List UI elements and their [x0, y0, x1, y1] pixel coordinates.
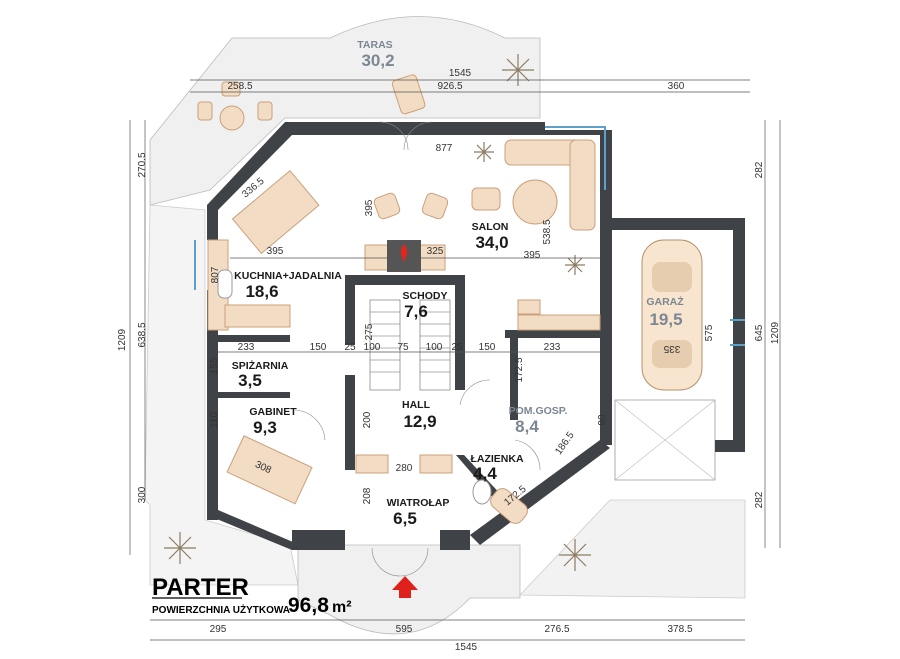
dim-395-b: 395 — [364, 199, 375, 216]
room-name-gabinet: GABINET — [249, 406, 297, 418]
dim-395-a: 395 — [267, 246, 284, 257]
dim-538: 538.5 — [542, 219, 553, 244]
room-area-schody: 7,6 — [404, 302, 428, 321]
dim-110: 110 — [209, 412, 220, 428]
entrance-arrow-icon — [392, 576, 418, 598]
room-area-salon: 34,0 — [475, 233, 508, 252]
staircase — [369, 299, 451, 391]
dim-25-a: 25 — [344, 342, 356, 353]
dim-bottom-1: 295 — [210, 624, 227, 635]
dim-100-b: 100 — [426, 342, 443, 353]
dim-877: 877 — [436, 143, 453, 154]
dim-right-4: 282 — [754, 491, 765, 508]
dim-155: 155 — [209, 357, 220, 374]
room-name-kuchnia: KUCHNIA+JADALNIA — [234, 270, 342, 282]
dim-150-a: 150 — [310, 342, 327, 353]
dim-200: 200 — [362, 411, 373, 428]
plant-icon — [502, 54, 534, 86]
dim-bottom-3: 276.5 — [544, 624, 569, 635]
room-name-pom-gosp: POM.GOSP. — [509, 405, 568, 417]
dim-575: 575 — [704, 324, 715, 341]
room-name-lazienka: ŁAZIENKA — [470, 453, 523, 465]
room-name-wiatrolap: WIATROŁAP — [387, 497, 450, 509]
room-area-taras: 30,2 — [361, 51, 394, 70]
door-swings — [294, 121, 541, 577]
room-area-garaz: 19,5 — [649, 310, 682, 329]
room-name-schody: SCHODY — [403, 290, 448, 302]
dim-top-3: 360 — [668, 81, 685, 92]
windows — [194, 126, 745, 346]
room-area-pom-gosp: 8,4 — [515, 417, 539, 436]
dim-right-1: 282 — [754, 161, 765, 178]
furniture — [197, 74, 703, 524]
total-area-unit: m² — [332, 599, 352, 616]
room-area-kuchnia: 18,6 — [245, 282, 278, 301]
dim-208: 208 — [362, 487, 373, 504]
dim-186: 186.5 — [553, 430, 577, 457]
room-name-taras: TARAS — [357, 39, 392, 51]
total-area: 96,8 — [288, 594, 329, 617]
dim-left-1: 270.5 — [137, 152, 148, 177]
dim-807: 807 — [210, 266, 221, 283]
dim-top-2: 926.5 — [437, 81, 462, 92]
room-area-lazienka: 4,4 — [473, 464, 497, 483]
room-area-spizarnia: 3,5 — [238, 371, 262, 390]
dim-233-b: 233 — [544, 342, 561, 353]
plan-subtitle: POWIERZCHNIA UŻYTKOWA — [152, 603, 290, 616]
plant-icon — [565, 255, 585, 275]
dimension-lines — [129, 79, 781, 641]
dim-top-total: 1545 — [449, 68, 472, 79]
plant-icon — [559, 539, 591, 571]
room-name-salon: SALON — [472, 221, 509, 233]
dim-280: 280 — [396, 463, 413, 474]
dim-335: 335 — [663, 343, 680, 354]
plan-title: PARTER — [152, 574, 249, 601]
walls — [207, 122, 745, 550]
plant-icons — [164, 54, 591, 571]
dim-left-2: 1209 — [117, 328, 128, 351]
room-labels: TARAS 30,2 SALON 34,0 KUCHNIA+JADALNIA 1… — [232, 39, 685, 528]
dim-172-a: 172.5 — [514, 357, 525, 382]
dim-275: 275 — [364, 323, 375, 340]
dim-bottom-2: 595 — [396, 624, 413, 635]
dim-bottom-4: 378.5 — [667, 624, 692, 635]
room-name-hall: HALL — [402, 399, 431, 411]
dim-25-b: 25 — [451, 342, 463, 353]
dim-90: 90 — [597, 414, 608, 426]
dim-233-a: 233 — [238, 342, 255, 353]
dim-right-3: 1209 — [770, 321, 781, 344]
dim-bottom-total: 1545 — [455, 642, 478, 653]
room-name-garaz: GARAŻ — [646, 295, 684, 308]
dim-150-b: 150 — [479, 342, 496, 353]
room-name-spizarnia: SPIŻARNIA — [232, 359, 289, 372]
dim-325: 325 — [427, 246, 444, 257]
dim-395-c: 395 — [524, 250, 541, 261]
dim-left-3: 638.5 — [137, 322, 148, 347]
room-area-gabinet: 9,3 — [253, 418, 277, 437]
dim-left-4: 300 — [137, 486, 148, 503]
dim-75: 75 — [397, 342, 409, 353]
dim-right-2: 645 — [754, 324, 765, 341]
title-block: PARTER POWIERZCHNIA UŻYTKOWA 96,8 m² — [152, 574, 352, 617]
room-area-wiatrolap: 6,5 — [393, 509, 417, 528]
plant-icon — [474, 142, 494, 162]
room-area-hall: 12,9 — [403, 412, 436, 431]
dim-100-a: 100 — [364, 342, 381, 353]
plant-icon — [164, 532, 196, 564]
terrace-areas — [144, 16, 746, 635]
dim-top-1: 258.5 — [227, 81, 252, 92]
